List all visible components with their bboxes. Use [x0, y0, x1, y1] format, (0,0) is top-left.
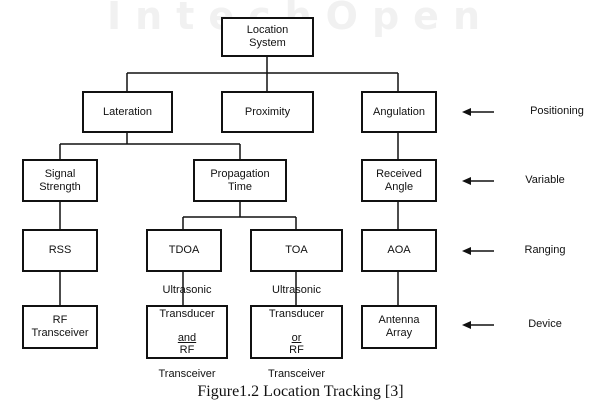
- node-aoa: AOA: [361, 229, 437, 272]
- node-proximity: Proximity: [221, 91, 314, 133]
- level-label-variable: Variable: [525, 174, 565, 186]
- arrowhead-variable: [462, 177, 471, 185]
- node-lateration: Lateration: [82, 91, 173, 133]
- node-ultrasonic-or-rf: Ultrasonic Transducer or RF Transceiver: [250, 284, 343, 380]
- node-location-system: Location System: [221, 17, 314, 57]
- level-label-positioning: Positioning: [530, 105, 584, 117]
- node-ultrasonic-and-rf: Ultrasonic Transducer and RF Transceiver: [146, 284, 228, 380]
- arrowhead-device: [462, 321, 471, 329]
- node-tdoa: TDOA: [146, 229, 222, 272]
- node-signal-strength: Signal Strength: [22, 159, 98, 202]
- node-toa: TOA: [250, 229, 343, 272]
- node-rf-transceiver: RF Transceiver: [22, 305, 98, 349]
- node-propagation-time: Propagation Time: [193, 159, 287, 202]
- node-antenna-array: Antenna Array: [361, 305, 437, 349]
- arrowhead-ranging: [462, 247, 471, 255]
- level-label-device: Device: [528, 318, 562, 330]
- node-angulation: Angulation: [361, 91, 437, 133]
- node-rss: RSS: [22, 229, 98, 272]
- node-received-angle: Received Angle: [361, 159, 437, 202]
- arrowhead-positioning: [462, 108, 471, 116]
- figure-caption: Figure1.2 Location Tracking [3]: [197, 383, 404, 400]
- level-label-ranging: Ranging: [524, 244, 566, 256]
